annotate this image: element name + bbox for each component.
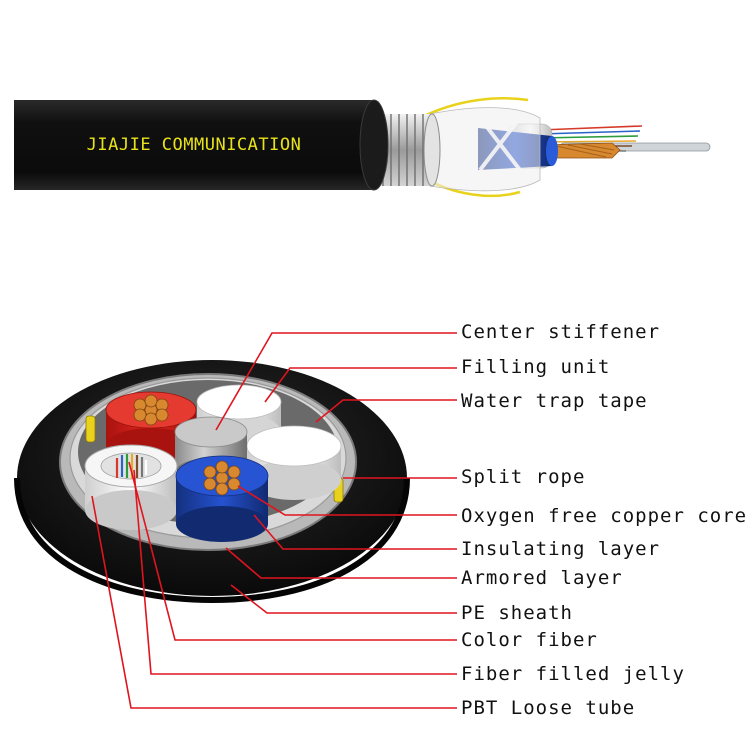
label-pe-sheath: PE sheath: [461, 602, 573, 624]
pbt-loose-tube: [84, 444, 178, 530]
leader-pe-sheath: [230, 584, 457, 614]
label-fiber-filled-jelly: Fiber filled jelly: [461, 663, 685, 685]
cable-side-view: JIAJIE COMMUNICATION: [14, 97, 711, 198]
cable-cross-section: [14, 360, 410, 604]
leader-insulating-layer: [253, 514, 457, 550]
pe-jacket: [14, 100, 387, 190]
label-armored-layer: Armored layer: [461, 567, 623, 589]
blue-copper-strands: [203, 460, 241, 496]
label-oxygen-free-copper-core: Oxygen free copper core: [461, 505, 748, 527]
label-color-fiber: Color fiber: [461, 629, 598, 651]
label-pbt-loose-tube: PBT Loose tube: [461, 697, 636, 719]
split-rope-top: [419, 97, 529, 120]
label-water-trap-tape: Water trap tape: [461, 390, 648, 412]
label-filling-unit: Filling unit: [461, 356, 611, 378]
split-rope-left: [85, 415, 96, 443]
leader-armored-layer: [225, 547, 457, 579]
leader-fiber-filled-jelly: [133, 469, 457, 675]
leader-lines: [91, 332, 457, 709]
leader-water-trap-tape: [315, 399, 457, 423]
red-copper-strands: [133, 394, 169, 426]
label-insulating-layer: Insulating layer: [461, 538, 661, 560]
label-split-rope: Split rope: [461, 466, 586, 488]
label-center-stiffener: Center stiffener: [461, 321, 661, 343]
brand-print: JIAJIE COMMUNICATION: [87, 135, 302, 155]
blue-copper-core: [175, 455, 269, 542]
leader-center-stiffener: [215, 332, 457, 431]
leader-color-fiber: [128, 461, 457, 641]
leader-filling-unit: [264, 367, 457, 403]
filling-unit-right: [246, 425, 342, 500]
water-tape: [429, 107, 541, 192]
red-copper-core: [105, 391, 197, 464]
leader-oxygen-free-copper: [237, 485, 457, 516]
color-fibers: [115, 454, 148, 479]
leader-pbt-loose-tube: [91, 495, 457, 709]
